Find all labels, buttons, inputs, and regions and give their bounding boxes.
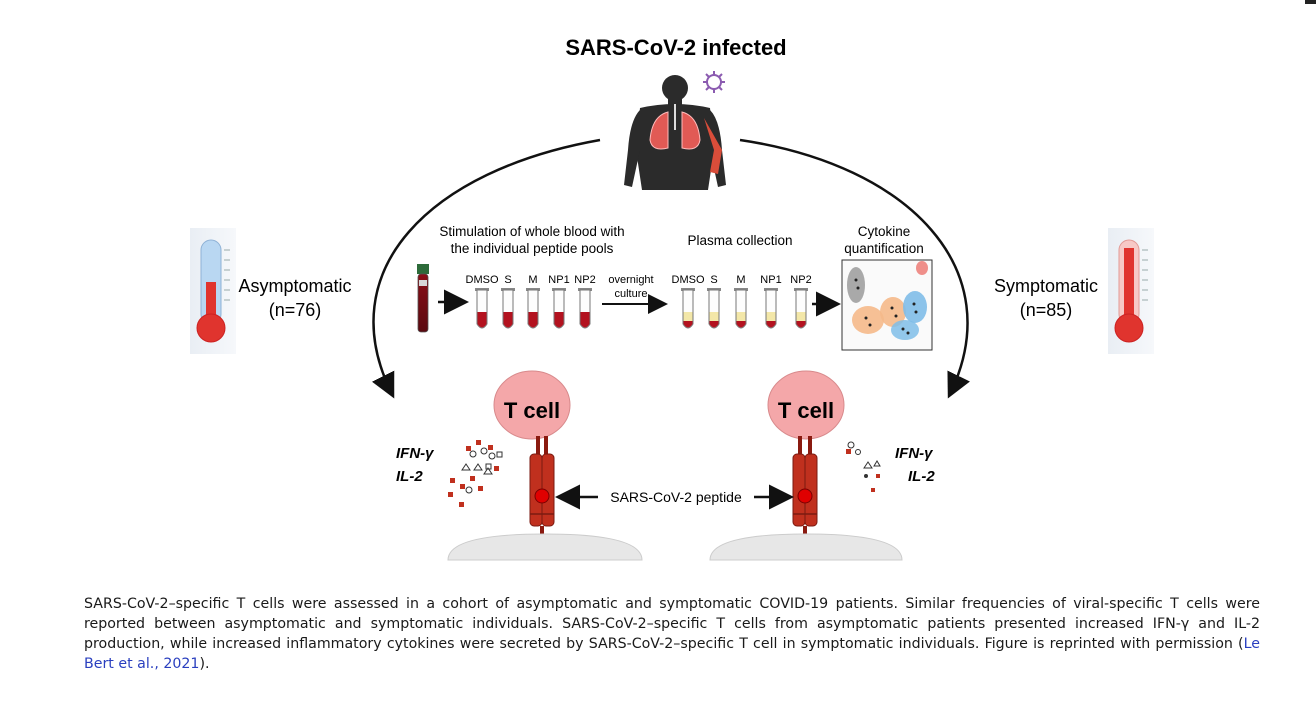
step3-line2: quantification [844,241,924,256]
right-ifn-label: IFN-γ [895,445,934,462]
symptomatic-n: (n=85) [1020,300,1073,320]
plasma-label-np1: NP1 [760,274,781,286]
right-curve-arrow [739,138,970,399]
blood-tube-icon [417,264,429,333]
symptomatic-label: Symptomatic [994,276,1098,296]
cytokine-plot-icon [841,259,933,351]
stim-label-dmso: DMSO [466,274,499,286]
stim-label-s: S [504,274,511,286]
plasma-label-np2: NP2 [790,274,811,286]
right-tcell: T cell [767,370,845,538]
plasma-tube-labels: DMSO S M NP1 NP2 [672,274,812,286]
step1-line2: the individual peptide pools [451,241,614,256]
plasma-tubes [681,288,808,329]
caption-tail: ). [199,656,210,672]
plasma-tube-0 [681,288,695,329]
asymptomatic-label: Asymptomatic [238,276,351,296]
right-apc-cell [709,533,903,561]
plasma-tube-4 [794,288,808,329]
stim-tube-4 [578,288,592,329]
thermometer-low-icon [190,228,236,354]
left-apc-cell [447,533,643,561]
lungs-icon [649,104,722,174]
plasma-tube-3 [764,288,778,329]
plasma-tube-1 [707,288,721,329]
caption-reference-link[interactable]: Le Bert et al., 2021 [84,636,1260,672]
plasma-label-dmso: DMSO [672,274,705,286]
step2-label: Plasma collection [687,233,792,248]
overnight-line2: culture [614,288,647,300]
thermometer-high-icon [1108,228,1154,354]
peptide-label: SARS-CoV-2 peptide [610,489,742,505]
stim-tube-2 [526,288,540,329]
caption-text: SARS-CoV-2–specific T cells were assesse… [84,596,1260,652]
stim-label-np1: NP1 [548,274,569,286]
step3-line1: Cytokine [858,224,911,239]
asymptomatic-n: (n=76) [269,300,322,320]
stim-tube-0 [475,288,489,329]
virus-icon [703,71,725,93]
left-ifn-label: IFN-γ [396,445,435,462]
stim-tube-labels: DMSO S M NP1 NP2 [466,274,596,286]
page-corner-mark [1305,0,1316,4]
left-il2-label: IL-2 [396,468,423,485]
left-tcell: T cell [493,370,571,538]
figure-caption: SARS-CoV-2–specific T cells were assesse… [84,594,1260,674]
plasma-label-m: M [736,274,745,286]
right-il2-label: IL-2 [908,468,935,485]
plasma-tube-2 [734,288,748,329]
left-curve-arrow [371,138,601,399]
stimulation-tubes [475,288,592,329]
right-cytokine-particles [846,441,881,492]
plasma-label-s: S [710,274,717,286]
figure-diagram: SARS-CoV-2 infected [190,35,1154,561]
right-tcell-label: T cell [778,398,834,423]
stim-tube-3 [552,288,566,329]
stim-tube-1 [501,288,515,329]
left-cytokine-particles [448,440,503,507]
figure-title: SARS-CoV-2 infected [565,35,786,60]
overnight-line1: overnight [608,274,653,286]
left-tcell-label: T cell [504,398,560,423]
step1-line1: Stimulation of whole blood with [439,224,624,239]
stim-label-m: M [528,274,537,286]
stim-label-np2: NP2 [574,274,595,286]
